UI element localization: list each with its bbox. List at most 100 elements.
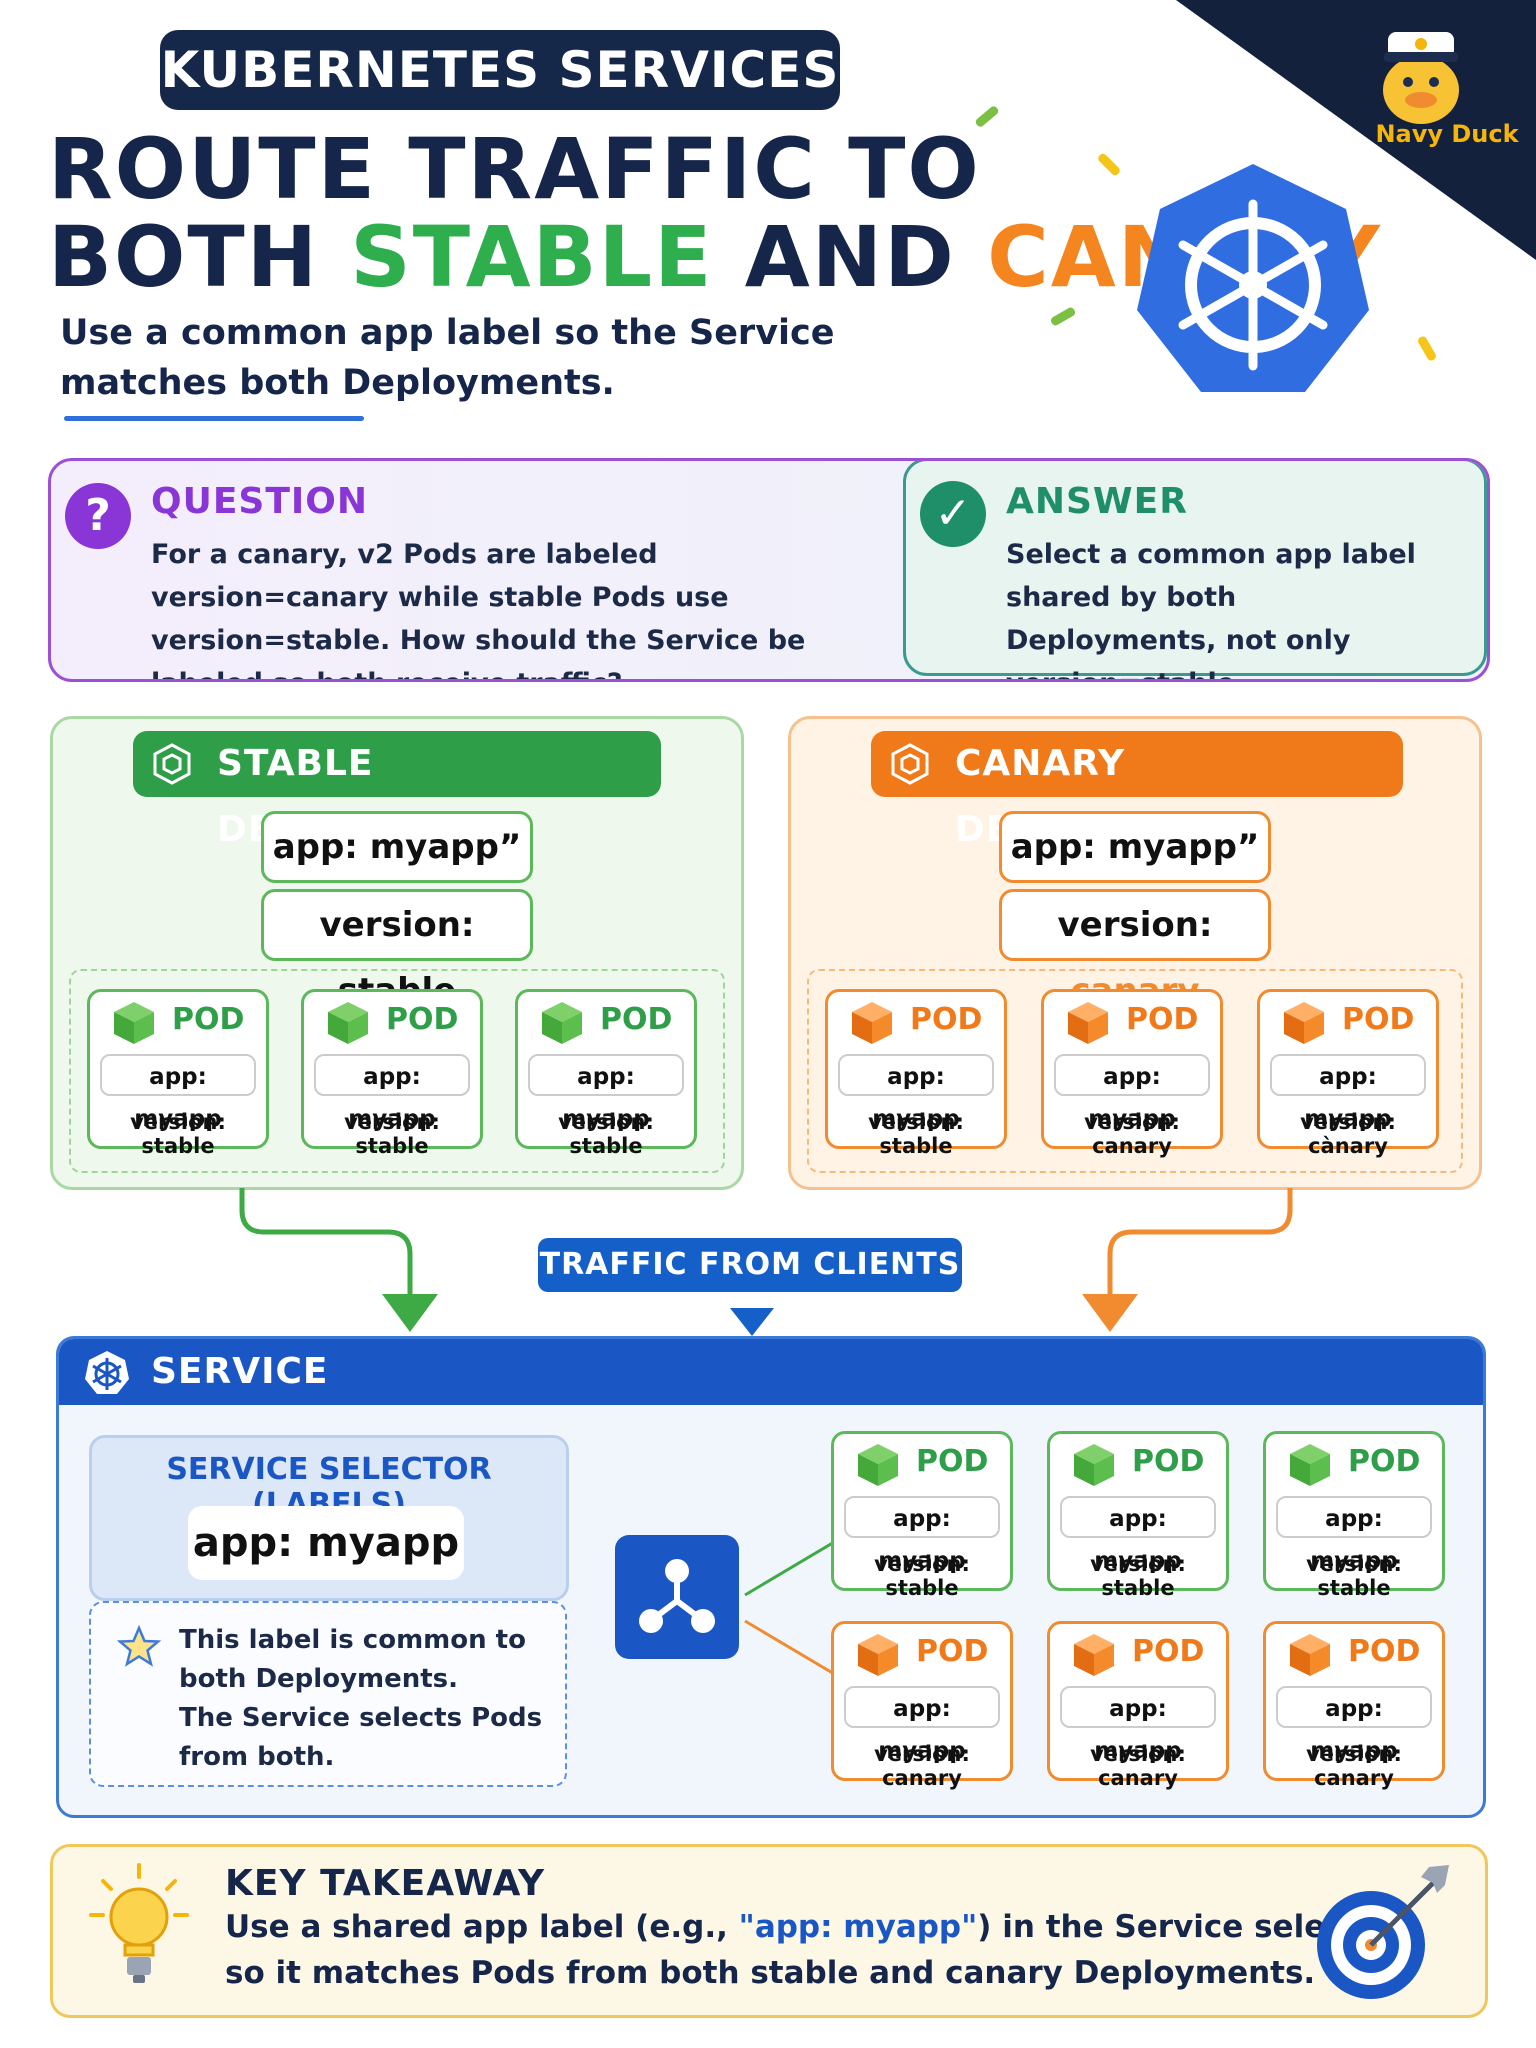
pod-cube-icon [1290,1634,1330,1676]
pod-title: POD [1342,1002,1415,1037]
pod-title: POD [172,1002,245,1037]
pod-cube-icon [1290,1444,1330,1486]
pod-app-label: app: myapp [844,1686,1000,1764]
pod-app-label: app: myapp [314,1054,470,1132]
canary-app-label: app: myapp” [999,811,1271,883]
subhead: Use a common app label so the Service ma… [60,313,835,403]
selector-label: app: myapp [188,1506,464,1580]
pod-title: POD [600,1002,673,1037]
subhead-underline [64,416,364,421]
pod-app-label: app: myapp [1276,1496,1432,1574]
pod-version-label: version: canary [1084,1110,1180,1158]
lightbulb-icon [89,1863,189,1983]
pod-cube-icon [328,1002,368,1044]
pod-version-label: version: canary [874,1742,970,1790]
traffic-from-clients: TRAFFIC FROM CLIENTS [538,1238,962,1292]
pod-cube-icon [858,1444,898,1486]
pod-version-label: version: stable [130,1110,226,1158]
note-line-1: This label is common to [179,1625,526,1655]
service-selector: SERVICE SELECTOR (LABELS) app: myapp [89,1435,569,1601]
question-mark-icon: ? [65,483,131,549]
pod-version-label: version: stable [1306,1552,1402,1600]
service-router-icon [615,1535,739,1659]
traffic-arrows [239,1188,1293,1336]
headline-both: BOTH [48,208,320,306]
service-stable-pod-2: POD app: myapp version: stable [1047,1431,1229,1600]
takeaway-text-pre: Use a shared app label (e.g., [225,1909,728,1945]
pod-app-label: app: myapp [528,1054,684,1132]
pod-app-label: app: myapp [1054,1054,1210,1132]
pod-title: POD [1126,1002,1199,1037]
headline-and: AND [744,208,956,306]
answer-title: ANSWER [1006,481,1188,522]
confetti-1 [974,104,1000,129]
takeaway-title: KEY TAKEAWAY [225,1863,546,1904]
confetti-2 [1096,152,1122,177]
service-stable-pod-1: POD app: myapp version: stable [831,1431,1013,1600]
stable-version-label: version: stable [261,889,533,1011]
canary-deployment: CANARY DEPLOYMENT app: myapp” version: c… [788,716,1482,1190]
stable-arrow-head [382,1294,438,1332]
service-canary-pod-2: POD app: myapp version: canary [1047,1621,1229,1790]
pod-version-label: version: stable [344,1110,440,1158]
stable-to-service-arrow [239,1188,413,1298]
stable-pod-3: POD app: myapp version: stable [515,989,697,1158]
service-canary-pod-3: POD app: myapp version: canary [1263,1621,1445,1790]
stable-app-label: app: myapp” [261,811,533,883]
confetti-3 [1049,306,1077,327]
selector-note: This label is common to both Deployments… [89,1601,567,1787]
service-title: SERVICE [151,1351,329,1392]
service-stable-pod-3: POD app: myapp version: stable [1263,1431,1445,1600]
pod-app-label: app: myapp [844,1496,1000,1574]
pod-cube-icon [1074,1634,1114,1676]
pod-version-label: version: stable [558,1110,654,1158]
pod-title: POD [1132,1444,1205,1479]
stable-pod-1: POD app: myapp version: stable [87,989,269,1158]
canary-pod-group: POD app: myapp version: stable POD app: … [807,969,1463,1173]
kubernetes-logo-icon [1137,164,1369,392]
pod-title: POD [1348,1444,1421,1479]
traffic-arrow-head [730,1308,774,1336]
question-answer-panel: ? QUESTION For a canary, v2 Pods are lab… [48,458,1490,682]
takeaway-line-1: Use a shared app label (e.g., "app: myap… [225,1909,1395,1945]
pod-version-label: version: stable [874,1552,970,1600]
stable-pod-2: POD app: myapp version: stable [301,989,483,1158]
pod-app-label: app: myapp [1060,1496,1216,1574]
canary-pod-3: POD app: myapp version: cànary [1257,989,1439,1158]
pod-version-label: version: stable [1090,1552,1186,1600]
pod-title: POD [386,1002,459,1037]
question-text: For a canary, v2 Pods are labeled versio… [151,539,806,679]
navy-duck-mascot-icon [1383,32,1459,124]
answer-panel: ✓ ANSWER Select a common app label share… [903,461,1487,679]
service-panel: SERVICE SERVICE SELECTOR (LABELS) app: m… [56,1336,1486,1818]
pod-title: POD [910,1002,983,1037]
pod-cube-icon [114,1002,154,1044]
deployment-icon [891,743,929,785]
canary-version-key: version: [1057,905,1213,945]
target-icon [1317,1865,1449,1999]
canary-pod-2: POD app: myapp version: canary [1041,989,1223,1158]
note-line-2: both Deployments. [179,1664,459,1694]
canary-arrow-head [1082,1294,1138,1332]
pod-title: POD [916,1444,989,1479]
pod-cube-icon [852,1002,892,1044]
checkmark-icon: ✓ [920,481,986,547]
pod-app-label: app: myapp [1270,1054,1426,1132]
pod-title: POD [916,1634,989,1669]
note-line-3: The Service selects Pods [179,1703,543,1733]
pod-version-label: version: canary [1306,1742,1402,1790]
pod-version-label: version: canary [1090,1742,1186,1790]
answer-text: Select a common app label shared by both… [1006,539,1416,679]
pod-cube-icon [1068,1002,1108,1044]
key-takeaway: KEY TAKEAWAY Use a shared app label (e.g… [50,1844,1488,2018]
confetti-4 [1416,334,1438,363]
question-title: QUESTION [151,481,369,522]
canary-to-service-arrow [1107,1188,1293,1298]
brand-label: Navy Duck [1375,120,1519,148]
takeaway-line-2: so it matches Pods from both stable and … [225,1955,1316,1991]
pod-title: POD [1132,1634,1205,1669]
stable-pod-group: POD app: myapp version: stable POD app: … [69,969,725,1173]
pod-cube-icon [1284,1002,1324,1044]
topic-pill: KUBERNETES SERVICES [160,30,840,110]
pod-version-label: version: cànary [1300,1110,1396,1158]
